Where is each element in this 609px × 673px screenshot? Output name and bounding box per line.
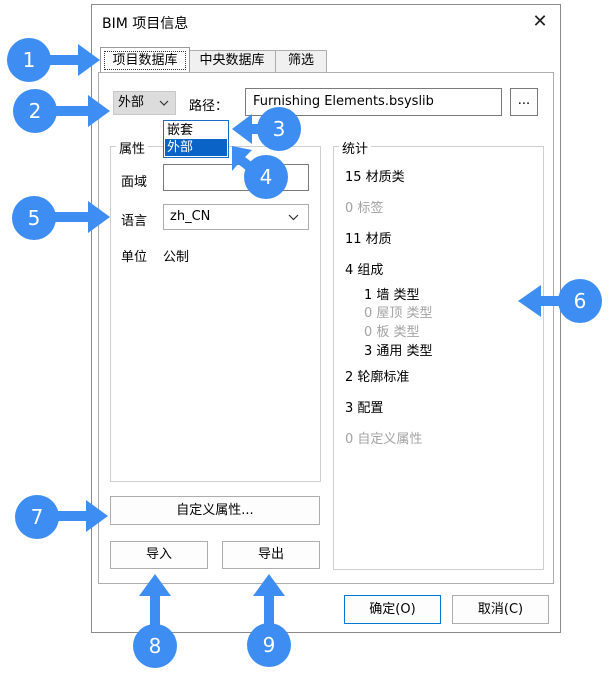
callout-marker-8: 8 (133, 624, 177, 668)
callout-marker-4: 4 (244, 155, 288, 199)
callout-marker-7: 7 (15, 495, 59, 539)
custom-properties-button[interactable]: 自定义属性... (110, 496, 320, 525)
ok-button[interactable]: 确定(O) (344, 595, 441, 624)
stat-wall-types: 1 墙 类型 (364, 288, 420, 303)
stat-configurations: 3 配置 (345, 401, 384, 416)
properties-caption: 属性 (116, 138, 149, 157)
import-button[interactable]: 导入 (110, 541, 208, 569)
callout-marker-3: 3 (257, 107, 301, 151)
tab-filter[interactable]: 筛选 (275, 50, 327, 72)
stat-compositions: 4 组成 (345, 263, 384, 278)
language-combo-value: zh_CN (170, 209, 211, 224)
browse-button[interactable]: ... (510, 88, 538, 116)
statistics-group (333, 146, 544, 570)
stat-roof-types: 0 屋顶 类型 (364, 306, 433, 321)
unit-label: 单位 (121, 250, 148, 265)
callout-marker-2: 2 (13, 89, 57, 133)
cancel-button[interactable]: 取消(C) (452, 595, 549, 624)
language-combo[interactable]: zh_CN (163, 204, 309, 230)
unit-value: 公制 (163, 250, 190, 265)
stat-profile-standards: 2 轮廓标准 (345, 370, 410, 385)
source-combo-value: 外部 (118, 95, 145, 110)
stat-material-classes: 15 材质类 (345, 170, 405, 185)
stat-tags: 0 标签 (345, 201, 384, 216)
dialog-title: BIM 项目信息 (102, 16, 189, 32)
path-label: 路径： (189, 99, 229, 114)
chevron-down-icon (159, 92, 169, 123)
dropdown-option-external[interactable]: 外部 (165, 139, 227, 156)
callout-marker-1: 1 (7, 38, 51, 82)
dropdown-option-nested[interactable]: 嵌套 (167, 123, 194, 138)
close-icon[interactable]: ✕ (532, 11, 548, 32)
domain-label: 面域 (121, 175, 148, 190)
stat-slab-types: 0 板 类型 (364, 325, 420, 340)
tab-project-database[interactable]: 项目数据库 (100, 47, 190, 73)
statistics-caption: 统计 (339, 138, 372, 157)
stat-materials: 11 材质 (345, 232, 392, 247)
language-label: 语言 (121, 214, 148, 229)
stat-generic-types: 3 通用 类型 (364, 344, 433, 359)
callout-marker-9: 9 (247, 623, 291, 667)
source-combo[interactable]: 外部 (113, 91, 176, 115)
callout-marker-5: 5 (12, 196, 56, 240)
callout-marker-6: 6 (558, 279, 602, 323)
chevron-down-icon (288, 205, 299, 238)
export-button[interactable]: 导出 (222, 541, 320, 569)
stat-custom-properties: 0 自定义属性 (345, 432, 423, 447)
tab-focus-rect: 项目数据库 (104, 51, 186, 70)
